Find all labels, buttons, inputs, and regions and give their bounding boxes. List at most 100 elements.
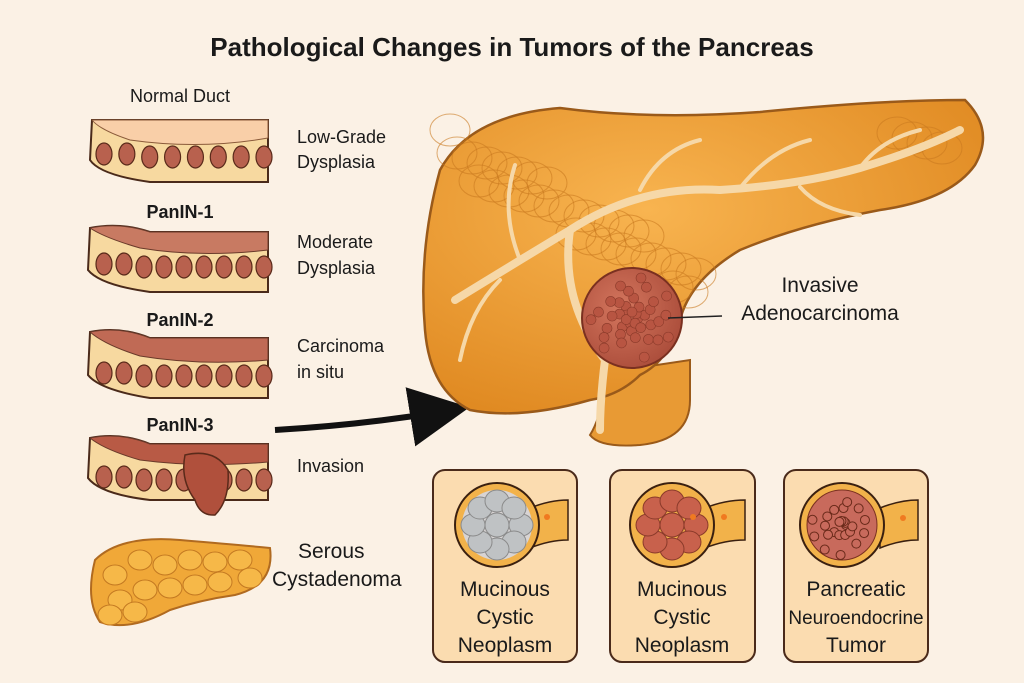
tumor-cell [620,314,632,325]
box-label: Mucinous [637,578,727,601]
stage-description: Moderate [297,232,373,252]
tumor-cell [630,332,641,344]
stage-panin-2: PanIN-2 Carcinoma in situ [86,310,385,399]
nest [809,531,820,542]
box-label: Cystic [476,606,533,629]
tumor-cell [652,334,664,346]
nucleus [255,364,273,388]
stage-label: PanIN-1 [146,202,213,222]
nucleus [135,364,153,388]
nucleus [235,468,253,492]
box-label: Cystic [653,606,710,629]
tumor-cell [635,272,647,284]
nucleus [195,364,213,388]
stage-panin-1: PanIN-1 Moderate Dysplasia [86,202,376,293]
duct-tail [704,499,746,550]
nucleus [255,255,273,279]
dot [544,514,550,520]
nucleus [155,255,173,279]
tumor-cell [635,322,647,333]
nuclei [95,142,273,169]
tumor-nodules [635,489,709,561]
tumor-texture [585,272,674,363]
nucleus [209,145,227,169]
tumor-cell [598,332,610,343]
nucleus [95,142,113,166]
nucleus [155,468,173,492]
nest [847,521,858,532]
neuroendocrine-nests [807,497,870,560]
cyst [207,571,233,593]
nucleus [95,465,113,489]
nucleus [255,468,273,492]
nucleus [235,255,253,279]
tumor-cell [626,306,638,318]
box-label: Neoplasm [458,634,553,657]
stage-normal-duct: Normal Duct Low-Grade Dysplasia [88,86,386,183]
nucleus [118,142,136,166]
tumor-cell [638,351,650,363]
duct-branches [458,128,922,362]
nest [853,503,864,514]
nuclei [95,252,273,279]
cyst [157,577,183,599]
stage-description: Invasion [297,456,364,476]
tumor-cell [585,314,597,325]
tumor-cell [605,296,616,307]
nest [859,514,870,525]
nest [823,529,834,540]
cyst [102,564,128,586]
nucleus [115,252,133,276]
invasive-label: Adenocarcinoma [741,302,899,325]
tumor-cell [653,316,665,327]
dot [721,514,727,520]
stage-description: Dysplasia [297,152,376,172]
cyst [237,567,263,589]
blob [484,512,510,538]
blob [501,496,527,520]
tumor-cell [593,306,604,318]
tumor-cell [648,296,659,308]
nest [822,511,833,522]
nucleus [215,364,233,388]
box-label: Pancreatic [806,578,905,601]
nucleus [155,364,173,388]
tumor-cell [660,309,672,321]
nest [819,544,830,555]
stage-label: PanIN-3 [146,415,213,435]
nucleus [95,252,113,276]
stage-description: Carcinoma [297,336,385,356]
nucleus [163,145,182,169]
nucleus [215,255,233,279]
nucleus [255,145,273,169]
page-title: Pathological Changes in Tumors of the Pa… [210,32,813,62]
serous-cystadenoma: Serous Cystadenoma [90,538,402,627]
nucleus [115,465,133,489]
stage-label: Normal Duct [130,86,230,106]
nucleus [115,361,133,385]
nucleus [135,468,153,492]
lobule [876,116,918,150]
nest [820,520,831,531]
cyst [132,579,158,601]
leader-line [667,315,723,319]
nucleus [186,145,205,169]
cysts [97,549,263,626]
tumor-cell [606,310,618,322]
cyst [177,549,203,571]
tumor-cell [623,285,634,297]
tumor-cell [615,280,626,292]
duct-tail [529,499,569,550]
cyst [127,549,153,571]
blob [659,512,685,538]
duct-tail [879,499,919,550]
nest [859,528,870,539]
nucleus [175,255,193,279]
nest [851,538,862,549]
stage-description: Dysplasia [297,258,376,278]
tumor-box-2: Mucinous Cystic Neoplasm [609,469,756,663]
nest [829,504,840,515]
invasion-cluster [183,452,229,516]
nucleus [95,361,113,385]
